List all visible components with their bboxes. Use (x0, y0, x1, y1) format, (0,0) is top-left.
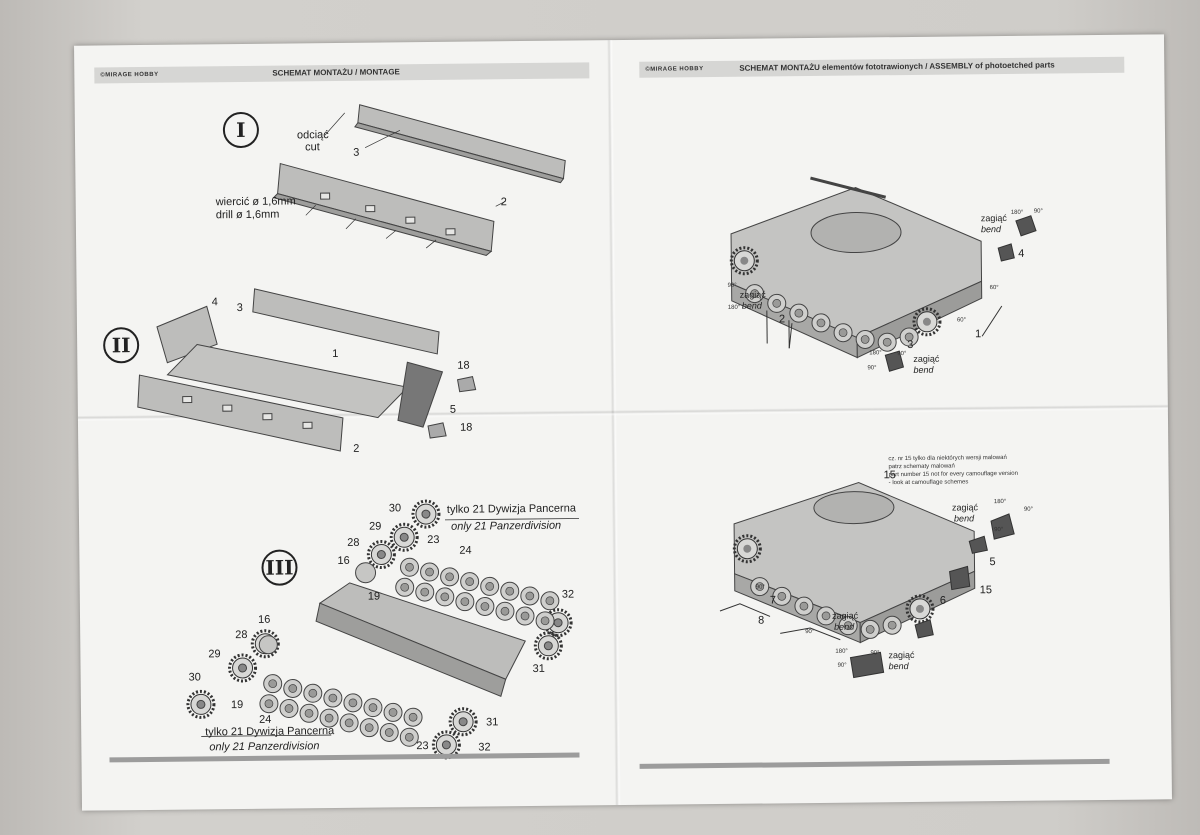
top-angle-180a: 180° (1010, 209, 1024, 216)
step-3-bottom-part-28: 28 (235, 628, 248, 642)
step-3-top-part-32: 32 (561, 588, 575, 601)
top-angle-60b: 60° (956, 317, 967, 324)
instruction-sheet: ©MIRAGE HOBBY SCHEMAT MONTAŻU / MONTAGE … (74, 34, 1172, 811)
step-3-top-part-23: 23 (427, 533, 440, 547)
top-angle-180c: 180° (869, 350, 882, 357)
step-3-bottom-part-24: 24 (259, 713, 272, 726)
step-3-bottom-part-30: 30 (188, 671, 201, 684)
step-1-part-2: 2 (500, 196, 507, 209)
step-2-parts (137, 288, 477, 452)
step-3-parts (186, 499, 573, 760)
top-angle-60a: 60° (989, 285, 999, 292)
tank-top-pe-parts (766, 215, 1037, 372)
step-3-top-part-24: 24 (459, 544, 472, 557)
step-3-top-part-29: 29 (369, 520, 382, 533)
step-3-bottom-part-19: 19 (230, 698, 244, 712)
bottom-angle-180a: 180° (993, 498, 1007, 506)
step-3-note-lines (201, 518, 580, 737)
step-1-part-3: 3 (353, 146, 360, 159)
bottom-angle-90f: 90° (837, 662, 847, 669)
top-part-1: 1 (975, 328, 982, 341)
step-3-top-part-28: 28 (347, 536, 360, 549)
top-bend-en-a: bend (980, 224, 1002, 235)
bottom-bend-en-b: bend (834, 621, 855, 632)
tank-top-view (730, 176, 983, 359)
drill-label-en: drill ø 1,6mm (215, 208, 280, 222)
bottom-note-line-4: - look at camouflage schemes (888, 479, 969, 487)
step-3-bottom-part-29: 29 (208, 648, 221, 661)
step-2-part-3: 3 (236, 301, 243, 315)
step-2-part-2: 2 (353, 442, 360, 455)
top-angle-90c: 90° (897, 351, 907, 358)
top-bend-en-c: bend (913, 364, 934, 375)
bottom-angle-90b: 90° (994, 527, 1004, 534)
tank-bottom-pe-parts (719, 513, 1015, 679)
top-bend-en-b: bend (741, 300, 762, 311)
bottom-bend-en-a: bend (953, 513, 975, 524)
step-2-part-18a: 18 (457, 359, 470, 372)
step-2-part-1: 1 (332, 347, 339, 361)
bottom-angle-180b: 180° (835, 648, 848, 655)
step-3-badge: III (261, 549, 298, 586)
bottom-part-8: 8 (758, 614, 765, 627)
bottom-part-5: 5 (989, 556, 996, 569)
top-angle-90b: 90° (727, 282, 737, 289)
top-angle-90a: 90° (1033, 208, 1043, 215)
step-2-part-4: 4 (211, 296, 218, 309)
cut-label-pl: odciąć (296, 129, 329, 142)
assembly-drawings (137, 104, 1037, 760)
step-3-note-pl-bottom: tylko 21 Dywizja Pancerna (205, 725, 335, 739)
bottom-part-7: 7 (769, 594, 777, 607)
step-1-badge: I (222, 111, 260, 149)
bottom-angle-90d: 90° (805, 629, 815, 636)
step-3-note-en-top: only 21 Panzerdivision (451, 519, 562, 533)
top-part-4: 4 (1018, 247, 1025, 260)
bottom-part-6: 6 (939, 594, 947, 607)
step-3-top-part-31: 31 (532, 662, 545, 675)
step-3-top-part-19: 19 (367, 590, 381, 603)
bottom-part-15b: 15 (979, 584, 993, 597)
bottom-angle-90e: 90° (870, 650, 880, 657)
step-1-leaders (305, 112, 506, 249)
top-part-2: 2 (778, 313, 786, 326)
step-1-parts (272, 104, 566, 256)
step-3-bottom-part-23: 23 (416, 740, 429, 753)
top-part-3: 3 (907, 338, 914, 352)
step-3-top-part-30: 30 (388, 502, 402, 515)
top-angle-180b: 180° (727, 304, 741, 311)
bottom-bend-en-c: bend (888, 661, 909, 672)
step-3-note-en-bottom: only 21 Panzerdivision (209, 740, 320, 754)
cut-label-en: cut (305, 141, 320, 154)
step-3-note-pl-top: tylko 21 Dywizja Pancerna (446, 502, 576, 516)
bottom-angle-90c: 90° (755, 584, 765, 591)
bottom-part-15a: 15 (883, 469, 896, 482)
step-3-bottom-part-32: 32 (478, 741, 491, 754)
drill-label-pl: wiercić ø 1,6mm (215, 195, 296, 209)
step-3-top-part-16: 16 (337, 554, 350, 567)
bottom-angle-90a: 90° (1023, 506, 1034, 513)
step-3-bottom-part-16: 16 (257, 613, 271, 626)
top-angle-90d: 90° (867, 365, 877, 372)
step-2-badge: II (102, 327, 140, 364)
step-3-bottom-part-31: 31 (486, 716, 499, 729)
step-2-part-5: 5 (449, 403, 457, 416)
step-2-part-18b: 18 (459, 421, 473, 434)
